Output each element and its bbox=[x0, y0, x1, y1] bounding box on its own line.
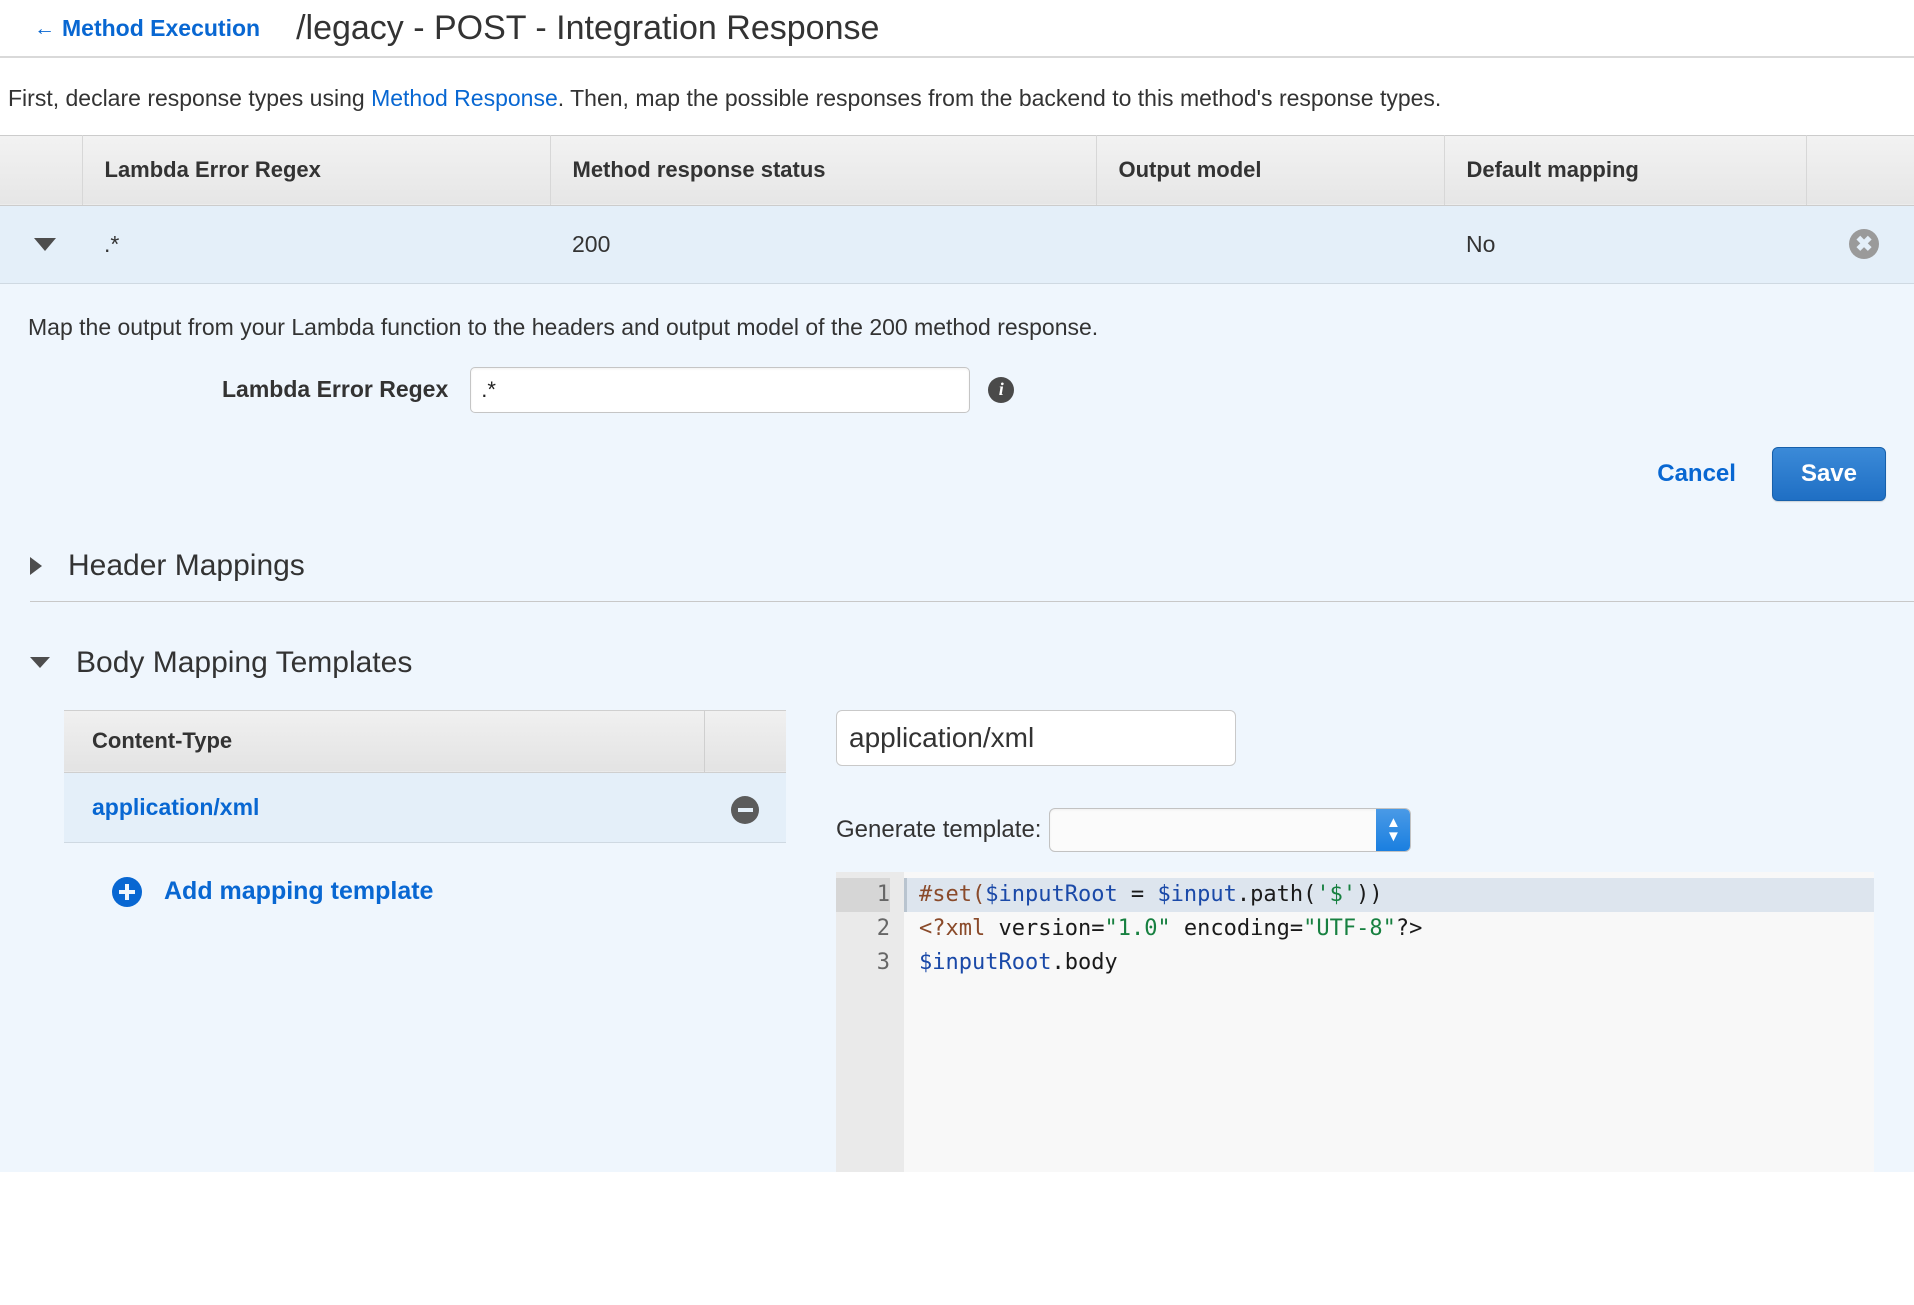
code-token: version= bbox=[985, 915, 1105, 941]
content-type-header-row: Content-Type bbox=[64, 709, 786, 773]
code-token: "1.0" bbox=[1104, 915, 1171, 941]
section-divider bbox=[30, 600, 1914, 602]
code-token: ?> bbox=[1395, 915, 1423, 941]
column-header-content-type: Content-Type bbox=[64, 709, 705, 773]
column-header-lambda-error-regex: Lambda Error Regex bbox=[82, 134, 551, 206]
section-body-mapping-templates-title: Body Mapping Templates bbox=[76, 645, 413, 679]
body-mapping-templates-body: Content-Type application/xml bbox=[0, 698, 1914, 1172]
row-expander-cell[interactable] bbox=[0, 205, 82, 284]
cell-lambda-error-regex: .* bbox=[82, 205, 550, 284]
content-type-link[interactable]: application/xml bbox=[92, 793, 260, 820]
intro-text: First, declare response types using Meth… bbox=[0, 58, 1914, 135]
generate-template-label: Generate template: bbox=[836, 815, 1042, 843]
column-header-output-model: Output model bbox=[1096, 134, 1445, 206]
lambda-error-regex-input[interactable] bbox=[470, 366, 971, 413]
page-header: ← Method Execution /legacy - POST - Inte… bbox=[0, 0, 1914, 58]
lambda-error-regex-field-row: Lambda Error Regex i bbox=[0, 366, 1914, 413]
cancel-button[interactable]: Cancel bbox=[1651, 459, 1742, 489]
table-header-row: Lambda Error Regex Method response statu… bbox=[0, 134, 1914, 206]
column-header-expander bbox=[0, 134, 83, 206]
back-link-label: Method Execution bbox=[62, 14, 261, 41]
section-header-mappings-title: Header Mappings bbox=[68, 548, 305, 582]
column-header-actions bbox=[1806, 134, 1914, 206]
code-token: $inputRoot bbox=[985, 881, 1118, 907]
detail-description: Map the output from your Lambda function… bbox=[28, 313, 1099, 340]
code-token: "UTF-8" bbox=[1303, 915, 1396, 941]
editor-line-number-gutter: 1 2 3 bbox=[836, 871, 904, 1172]
table-row[interactable]: .* 200 No ✖ bbox=[0, 205, 1914, 284]
add-mapping-template-link[interactable]: Add mapping template bbox=[164, 877, 434, 906]
plus-circle-icon[interactable] bbox=[112, 876, 142, 907]
code-line[interactable]: $inputRoot.body bbox=[904, 946, 1874, 980]
template-editor-panel: Generate template: ▲▼ 1 2 3 #set($inputR… bbox=[836, 709, 1914, 1172]
line-number: 1 bbox=[836, 877, 890, 912]
content-type-panel: Content-Type application/xml bbox=[64, 709, 786, 1172]
column-header-content-type-actions bbox=[704, 709, 786, 773]
chevron-updown-icon[interactable]: ▲▼ bbox=[1376, 808, 1411, 851]
code-token: = bbox=[1117, 881, 1158, 907]
cell-output-model bbox=[1096, 205, 1444, 284]
content-type-input[interactable] bbox=[836, 709, 1236, 766]
page-title: /legacy - POST - Integration Response bbox=[296, 8, 880, 47]
triangle-right-icon[interactable] bbox=[30, 556, 42, 575]
code-line[interactable]: <?xml version="1.0" encoding="UTF-8"?> bbox=[904, 912, 1874, 946]
code-line[interactable]: #set($inputRoot = $input.path('$')) bbox=[904, 877, 1874, 912]
code-token: $input bbox=[1157, 881, 1237, 907]
generate-template-select[interactable]: ▲▼ bbox=[1049, 807, 1412, 852]
section-body-mapping-templates[interactable]: Body Mapping Templates bbox=[0, 628, 1914, 698]
triangle-down-icon[interactable] bbox=[30, 657, 50, 669]
triangle-down-icon[interactable] bbox=[34, 237, 56, 251]
section-header-mappings[interactable]: Header Mappings bbox=[0, 531, 1914, 601]
integration-responses-table: Lambda Error Regex Method response statu… bbox=[0, 134, 1914, 284]
list-item[interactable]: application/xml bbox=[64, 772, 786, 843]
intro-after-link: . Then, map the possible responses from … bbox=[557, 85, 1442, 111]
column-header-default-mapping: Default mapping bbox=[1444, 134, 1807, 206]
line-number: 2 bbox=[876, 915, 890, 941]
line-number: 3 bbox=[876, 949, 890, 975]
content-type-table: Content-Type application/xml bbox=[64, 709, 786, 843]
editor-code-area[interactable]: #set($inputRoot = $input.path('$'))<?xml… bbox=[904, 872, 1874, 1172]
cell-method-response-status: 200 bbox=[550, 205, 1096, 284]
content-type-remove-cell[interactable] bbox=[704, 772, 786, 843]
save-button[interactable]: Save bbox=[1771, 446, 1886, 501]
lambda-error-regex-label: Lambda Error Regex bbox=[222, 376, 449, 403]
content-type-name-cell[interactable]: application/xml bbox=[64, 772, 704, 843]
column-header-method-response-status: Method response status bbox=[550, 134, 1097, 206]
back-to-method-execution-link[interactable]: ← Method Execution bbox=[34, 15, 260, 42]
close-circle-icon[interactable]: ✖ bbox=[1849, 229, 1879, 260]
add-mapping-template-row[interactable]: Add mapping template bbox=[64, 843, 786, 907]
integration-response-detail-panel: Map the output from your Lambda function… bbox=[0, 283, 1914, 1172]
info-icon[interactable]: i bbox=[988, 376, 1015, 403]
code-token: #set( bbox=[919, 881, 986, 907]
code-token: '$' bbox=[1316, 881, 1357, 907]
generate-template-selected-value[interactable] bbox=[1049, 807, 1412, 852]
intro-before-link: First, declare response types using bbox=[8, 85, 372, 111]
cell-default-mapping: No bbox=[1444, 205, 1806, 284]
code-token: .path( bbox=[1236, 881, 1317, 907]
cell-delete-action[interactable]: ✖ bbox=[1806, 205, 1914, 284]
mapping-template-code-editor[interactable]: 1 2 3 #set($inputRoot = $input.path('$')… bbox=[836, 871, 1874, 1172]
code-token: <?xml bbox=[919, 915, 986, 941]
method-response-link[interactable]: Method Response bbox=[371, 85, 558, 111]
code-token: $inputRoot bbox=[919, 949, 1052, 975]
minus-circle-icon[interactable] bbox=[731, 795, 759, 824]
code-token: .body bbox=[1051, 949, 1118, 975]
arrow-left-icon: ← bbox=[34, 16, 55, 40]
code-token: )) bbox=[1356, 881, 1383, 907]
generate-template-row: Generate template: ▲▼ bbox=[836, 807, 1914, 852]
code-token: encoding= bbox=[1170, 915, 1304, 941]
detail-action-row: Cancel Save bbox=[0, 413, 1914, 531]
